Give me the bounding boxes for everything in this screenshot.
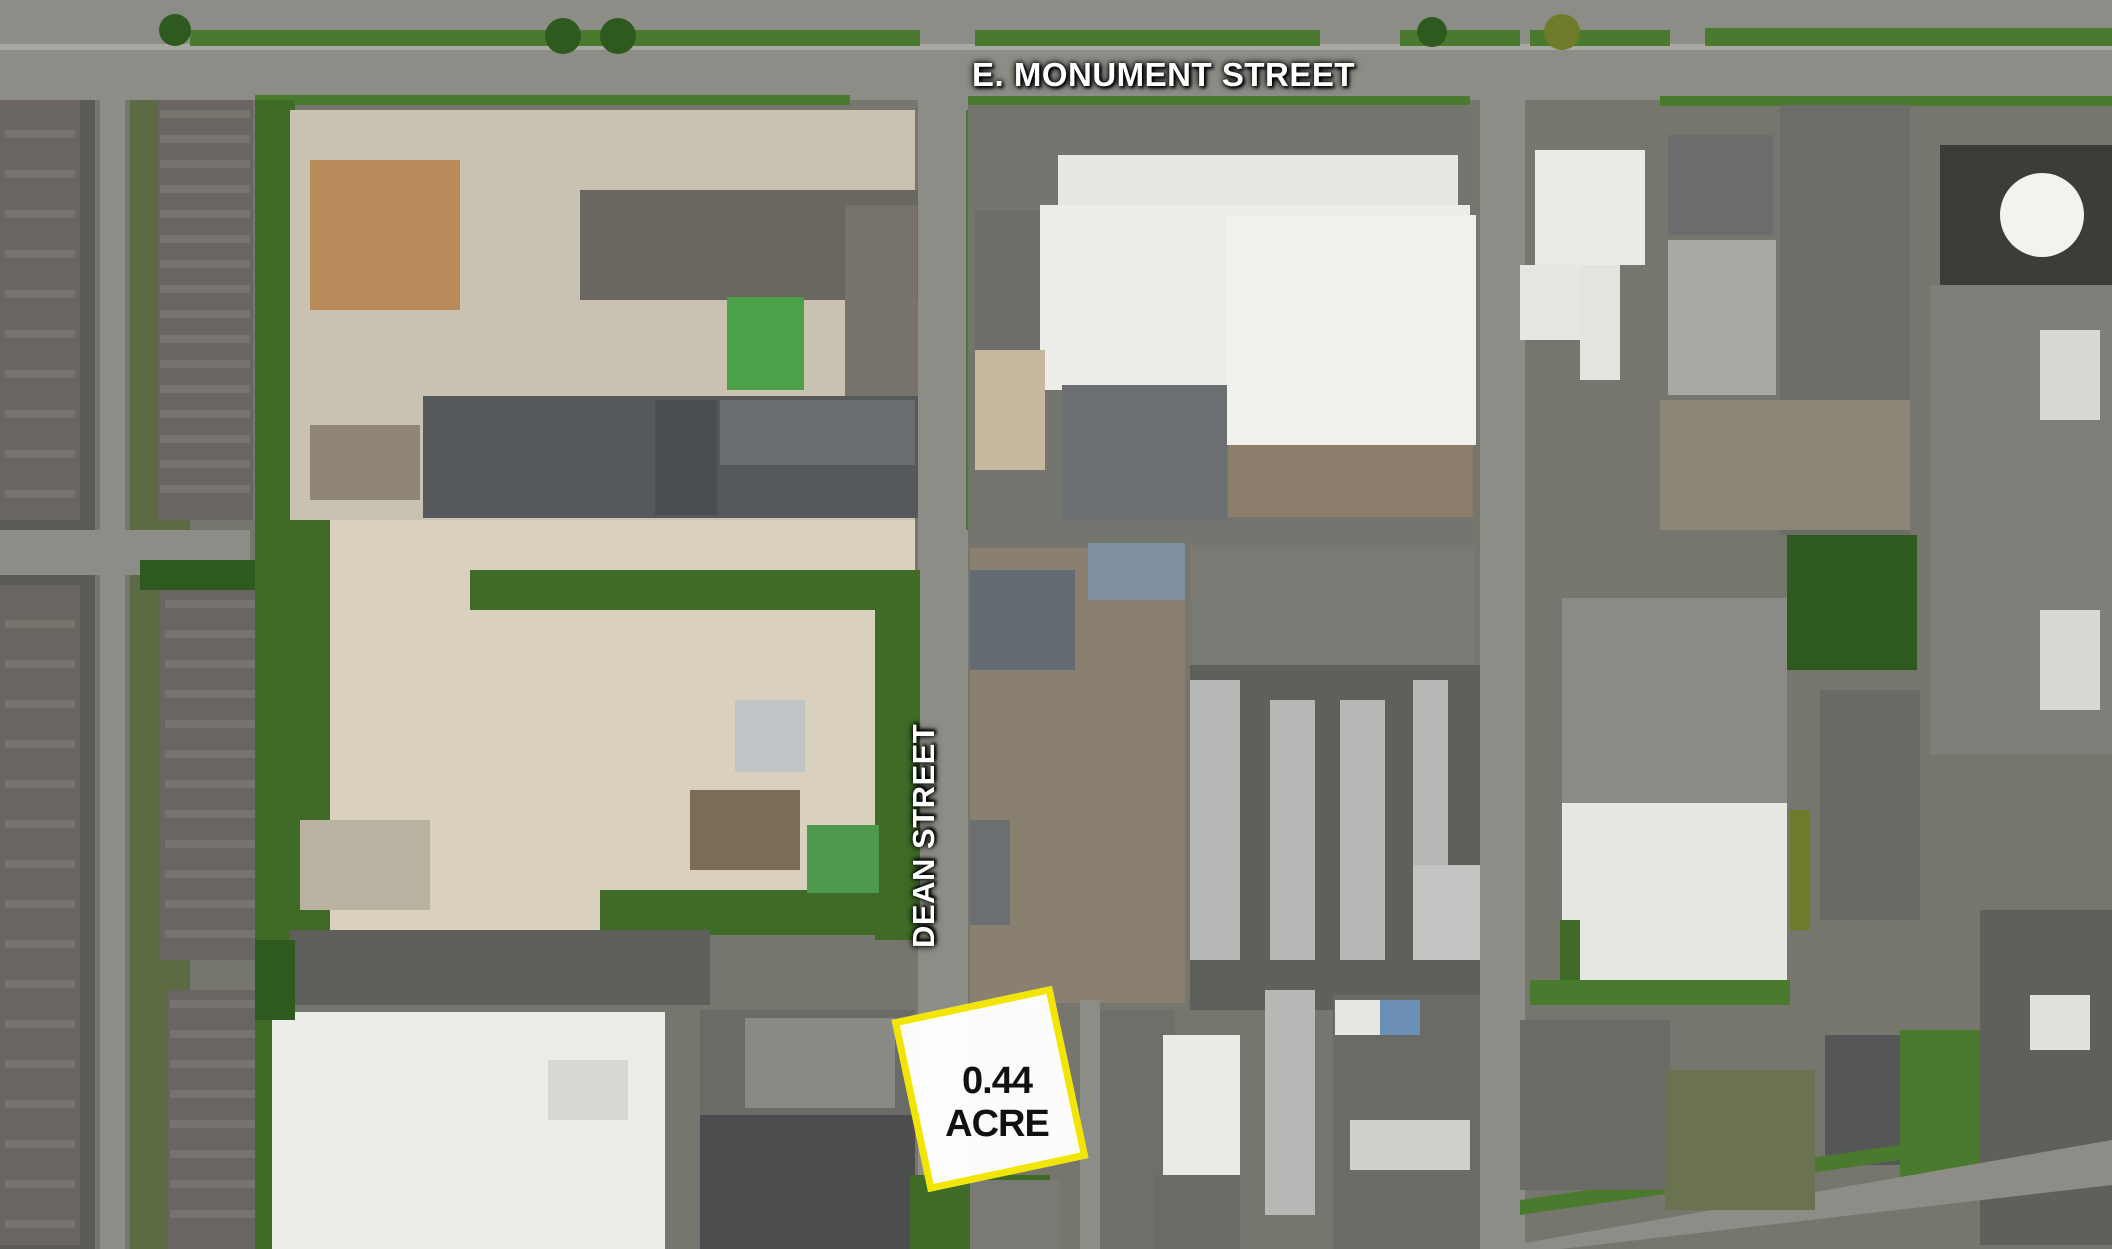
- dean-street-label: DEAN STREET: [906, 723, 941, 948]
- parcel-acreage-label: 0.44 ACRE: [945, 1060, 1050, 1145]
- monument-street-label: E. MONUMENT STREET: [972, 56, 1356, 93]
